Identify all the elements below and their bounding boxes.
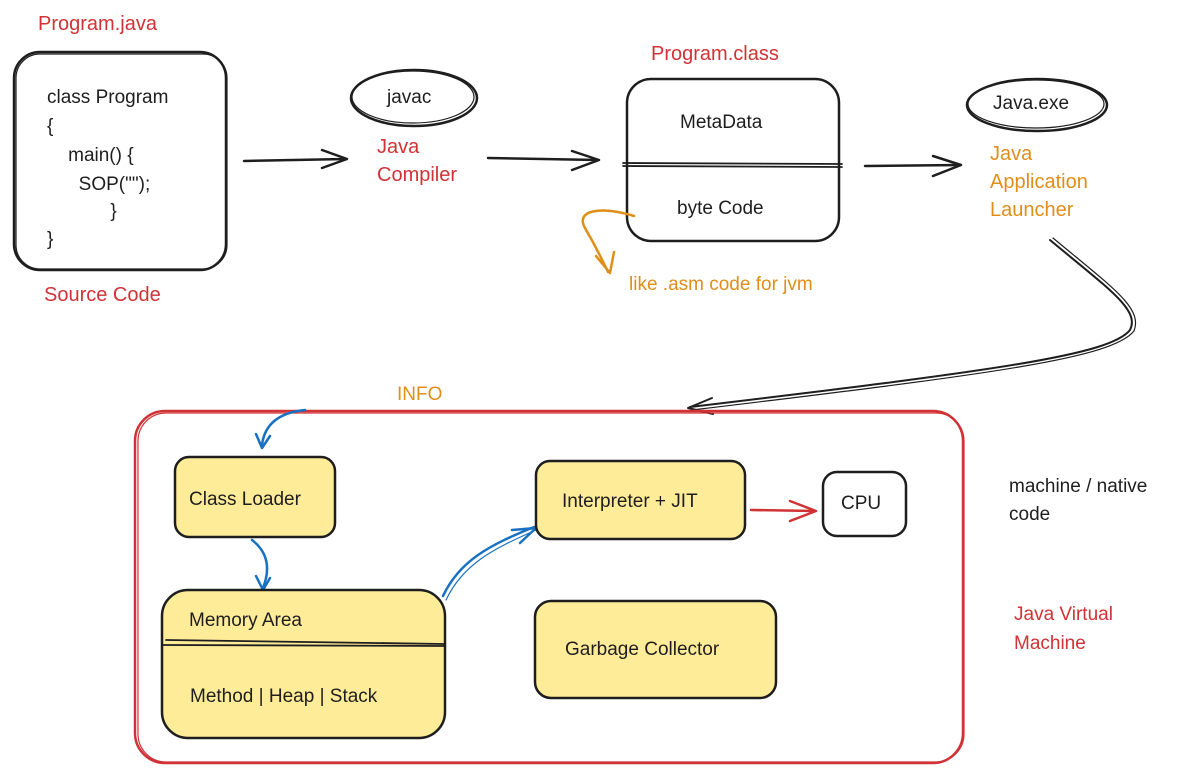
native-code-note-line2: code — [1009, 504, 1051, 525]
arrow-compiler-to-classfile — [486, 149, 601, 172]
arrow-launcher-to-jvm — [687, 237, 1137, 415]
source-code-caption: Source Code — [44, 284, 161, 306]
garbage-collector-box[interactable] — [533, 599, 778, 700]
code-line: } — [47, 201, 117, 222]
memory-area-divider — [161, 639, 446, 647]
javac-ellipse-sketch — [351, 70, 475, 124]
jvm-container[interactable] — [133, 409, 965, 765]
cpu-box[interactable] — [821, 470, 908, 538]
cpu-label: CPU — [841, 493, 882, 514]
jvm-container-sketch — [137, 412, 965, 763]
javac-label: javac — [387, 87, 432, 108]
garbage-collector-label: Garbage Collector — [565, 639, 720, 660]
jvm-caption-line2: Machine — [1014, 633, 1086, 654]
source-file-title: Program.java — [38, 13, 157, 35]
memory-area-box[interactable] — [160, 588, 447, 740]
code-line: class Program — [47, 87, 169, 108]
arrow-classfile-to-launcher — [863, 154, 963, 178]
code-line: { — [47, 116, 54, 137]
note-arrow — [581, 209, 636, 275]
jvm-info-label: INFO — [397, 384, 443, 405]
native-code-note-line1: machine / native — [1009, 476, 1148, 497]
class-loader-box[interactable] — [173, 455, 337, 539]
classfile-box[interactable] — [625, 77, 841, 243]
memory-sections-label: Method | Heap | Stack — [190, 686, 378, 707]
code-line: SOP(""); — [47, 174, 151, 195]
compiler-caption-line2: Compiler — [377, 164, 458, 186]
class-loader-label: Class Loader — [189, 489, 301, 510]
source-code-box-sketch — [15, 53, 228, 270]
java-exe-ellipse-sketch — [967, 79, 1105, 129]
classfile-title: Program.class — [651, 43, 779, 65]
arrow-interpreter-to-cpu — [749, 499, 818, 523]
compiler-caption-line1: Java — [377, 136, 420, 158]
bytecode-note: like .asm code for jvm — [629, 274, 813, 295]
java-exe-ellipse[interactable] — [965, 77, 1109, 133]
launcher-caption-line1: Java — [990, 143, 1033, 165]
launcher-caption-line3: Launcher — [990, 199, 1074, 221]
interpreter-jit-box[interactable] — [534, 459, 747, 541]
java-exe-label: Java.exe — [993, 93, 1070, 114]
launcher-caption-line2: Application — [990, 171, 1088, 193]
arrow-source-to-compiler — [242, 148, 349, 170]
source-code-box[interactable] — [12, 50, 228, 272]
interpreter-jit-label: Interpreter + JIT — [562, 491, 698, 512]
jvm-caption-line1: Java Virtual — [1014, 604, 1113, 625]
classfile-divider — [622, 162, 843, 168]
javac-ellipse[interactable] — [349, 68, 479, 128]
arrow-classloader-to-memory — [250, 538, 272, 592]
code-line: } — [47, 229, 54, 250]
arrow-info-to-classloader — [254, 408, 307, 450]
classfile-bytecode-label: byte Code — [677, 198, 764, 219]
memory-area-label: Memory Area — [189, 610, 302, 631]
arrow-memory-to-interpreter — [441, 525, 538, 601]
classfile-metadata-label: MetaData — [680, 112, 763, 133]
code-line: main() { — [47, 145, 134, 166]
